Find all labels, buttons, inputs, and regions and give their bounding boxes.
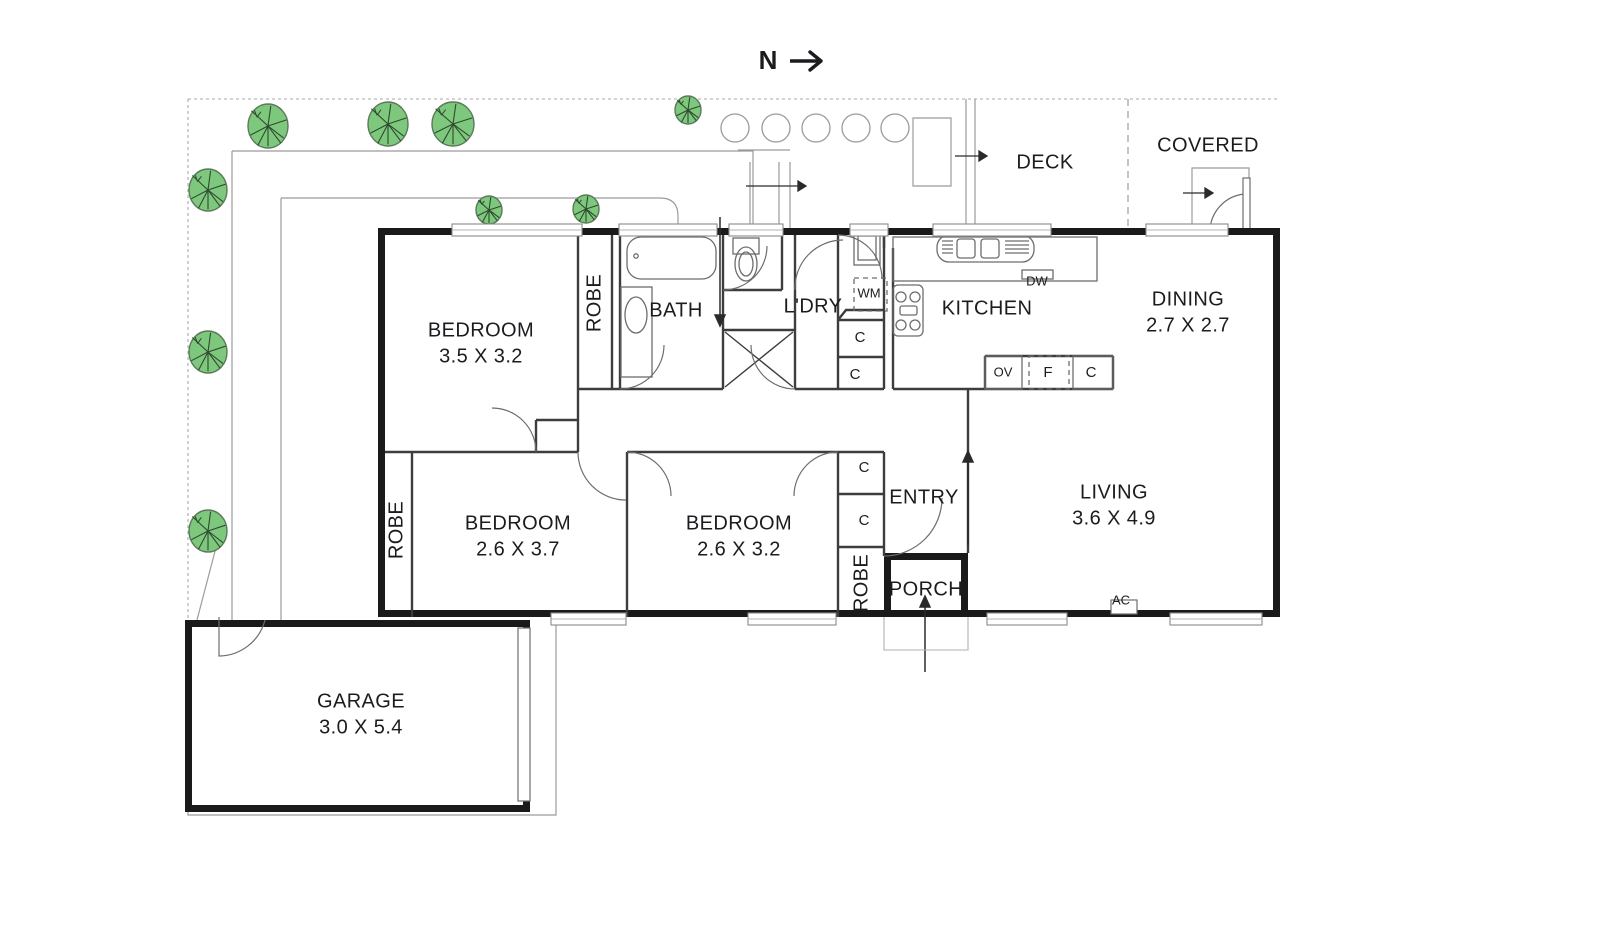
porch-step-outline (883, 617, 969, 651)
fixture-label-cupboard-hall-1: C (859, 459, 870, 476)
deck-paver-icon (841, 113, 871, 143)
fixture-label-cupboard-ldry-1: C (855, 329, 866, 346)
room-name-bedroom-2: BEDROOM (465, 512, 571, 534)
cistern-icon (732, 237, 760, 255)
room-dimensions-dining: 2.7 X 2.7 (1146, 314, 1230, 336)
garage-door (517, 627, 531, 802)
shower-door-swing (750, 344, 796, 390)
area-label-porch: PORCH (889, 578, 963, 600)
garage-pedestrian-door-swing (218, 617, 266, 657)
area-label-entry: ENTRY (889, 486, 958, 508)
cupboard-icon (1072, 355, 1114, 390)
room-name-bedroom-1: BEDROOM (428, 319, 534, 341)
basin-icon (624, 296, 648, 334)
room-name-bedroom-3: BEDROOM (686, 512, 792, 534)
compass-indicator: N (759, 45, 823, 75)
windows (451, 223, 1263, 626)
toilet-door-swing (722, 245, 768, 291)
fridge-outline (1028, 355, 1070, 390)
deck-door-arrows (746, 149, 1215, 200)
cooktop-icon (892, 284, 924, 337)
deck-paver-icon (801, 113, 831, 143)
fixture-label-oven: OV (994, 364, 1013, 379)
area-label-ldry: L'DRY (784, 295, 843, 317)
ac-unit-icon (1110, 599, 1138, 615)
tree-group (188, 95, 702, 553)
room-dimensions-living: 3.6 X 4.9 (1072, 507, 1156, 529)
bedroom3-door-swing-2 (793, 451, 839, 497)
shower-icon (724, 331, 794, 388)
label-robe-bed1: ROBE (583, 274, 605, 332)
bathtub-icon (626, 236, 717, 280)
area-label-bath: BATH (649, 299, 702, 321)
bedroom3-door-swing (626, 451, 672, 497)
property-boundaries (187, 98, 1278, 620)
covered-door-swing (1209, 177, 1251, 231)
label-robe-bed2: ROBE (385, 501, 407, 559)
deck-structure (738, 99, 1250, 231)
hall-door-swing (577, 451, 627, 501)
room-name-garage: GARAGE (317, 690, 405, 712)
fixture-label-dishwasher: DW (1026, 273, 1048, 288)
ldry-door-swing (794, 239, 844, 291)
fixture-label-cupboard-kitchen: C (1086, 364, 1097, 381)
fixture-label-cupboard-hall-2: C (859, 512, 870, 529)
kitchen-bench-icon (892, 236, 1098, 282)
tree-icon (572, 194, 600, 224)
dishwasher-icon (1021, 269, 1054, 280)
tree-icon (367, 101, 409, 147)
fixture-label-air-conditioner: AC (1112, 592, 1130, 607)
tree-icon (431, 101, 475, 147)
room-dimensions-bedroom-3: 2.6 X 3.2 (697, 538, 781, 560)
kitchen-fixtures (892, 234, 1114, 390)
vertical-label-group: ROBE ROBE ROBE (385, 274, 872, 612)
tree-icon (188, 509, 228, 553)
tree-icon (475, 195, 503, 225)
deck-paver-group (720, 113, 910, 143)
compass-arrow-icon (790, 50, 823, 72)
tree-icon (188, 330, 228, 374)
vanity-icon (620, 286, 653, 378)
front-door-swing (883, 497, 943, 557)
tree-icon (247, 103, 289, 149)
door-swings (491, 234, 943, 557)
washing-machine-outline (853, 277, 888, 312)
room-name-living: LIVING (1080, 481, 1148, 503)
fixture-label-group: DW WM OV F C C C C C AC (850, 273, 1130, 607)
toilet-bowl-icon (734, 246, 758, 282)
fixture-label-cupboard-ldry-2: C (850, 366, 861, 383)
room-dimensions-bedroom-2: 2.6 X 3.7 (476, 538, 560, 560)
room-name-dining: DINING (1152, 288, 1224, 310)
bath-door-swing (619, 344, 665, 390)
area-label-deck: DECK (1016, 151, 1073, 173)
bedroom2-door-swing (491, 407, 537, 453)
tree-icon (188, 168, 228, 212)
oven-icon (984, 355, 1023, 390)
bath-fixtures (620, 236, 760, 378)
setback-outlines (187, 150, 754, 816)
compass-north-label: N (759, 45, 778, 75)
hallway-arrows (713, 217, 975, 672)
tree-icon (674, 95, 702, 125)
deck-paver-icon (880, 113, 910, 143)
room-dimensions-bedroom-1: 3.5 X 3.2 (439, 345, 523, 367)
area-label-group: BATH L'DRY KITCHEN DECK COVERED ENTRY PORCH (649, 134, 1259, 600)
deck-paver-icon (720, 113, 750, 143)
ldry-entry-swing (837, 234, 883, 280)
fixture-label-fridge: F (1043, 364, 1052, 381)
label-robe-bed3: ROBE (850, 554, 872, 612)
deck-paver-icon (761, 113, 791, 143)
area-label-covered: COVERED (1157, 134, 1259, 156)
area-label-kitchen: KITCHEN (942, 297, 1033, 319)
fixture-label-washing-machine: WM (857, 285, 880, 300)
room-dimensions-garage: 3.0 X 5.4 (319, 716, 403, 738)
